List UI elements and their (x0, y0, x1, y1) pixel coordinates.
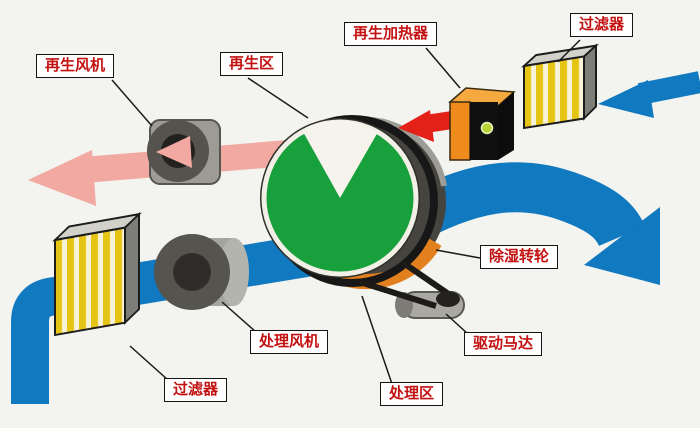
leader-dehumid-wheel (435, 249, 481, 259)
leader-regen-fan (111, 79, 153, 127)
motor-pulley (436, 291, 460, 307)
regen-inlet-band (637, 71, 700, 105)
leader-drive-motor (445, 313, 469, 335)
leader-filter-bottom (129, 345, 169, 381)
label-process-zone: 处理区 (380, 382, 444, 407)
process-fan-body-end (219, 238, 249, 306)
regen-filter-media (523, 55, 585, 130)
wheel-front-outline (260, 118, 420, 278)
outlet-band (387, 162, 645, 247)
regen-heater (448, 87, 516, 161)
heater-indicator-light (480, 121, 494, 135)
desiccant-wheel (260, 115, 447, 290)
leader-regen-heater (425, 47, 461, 89)
hot-air-arrowhead (398, 110, 434, 142)
leader-process-fan (221, 301, 257, 333)
drive-belt-run (359, 259, 452, 309)
exhaust-arrowhead (28, 150, 96, 206)
label-regen-zone: 再生区 (220, 52, 284, 77)
wheel-regeneration-sector (302, 120, 378, 198)
regen-fan-flow-arrowhead (156, 136, 192, 168)
process-filter-media (54, 226, 126, 337)
label-regen-fan: 再生风机 (36, 54, 115, 79)
leader-process-zone (361, 295, 393, 385)
regen-filter (521, 43, 599, 130)
label-filter-top: 过滤器 (570, 13, 634, 38)
leader-lines (111, 39, 581, 385)
process-fan-inlet (173, 253, 211, 291)
process-filter-side (124, 211, 140, 325)
heater-side-face (498, 92, 514, 160)
regen-filter-side (583, 43, 597, 121)
leader-regen-zone (247, 77, 309, 119)
label-filter-bottom: 过滤器 (164, 378, 228, 403)
label-dehumid-wheel: 除湿转轮 (480, 245, 559, 270)
dry-air-outlet-arrow (387, 162, 660, 285)
process-filter (52, 211, 142, 337)
regen-inlet-arrowhead (598, 80, 654, 118)
hot-air-arrow (398, 110, 454, 142)
label-process-fan: 处理风机 (250, 330, 329, 355)
drive-motor (359, 259, 465, 319)
outlet-arrowhead (584, 207, 660, 285)
label-regen-heater: 再生加热器 (344, 22, 438, 47)
process-fan (154, 234, 249, 310)
regen-fan (147, 119, 221, 185)
label-drive-motor: 驱动马达 (464, 332, 543, 357)
heater-element-face (449, 101, 471, 161)
regen-air-inlet-arrow (598, 71, 700, 118)
leader-filter-top (557, 39, 581, 63)
